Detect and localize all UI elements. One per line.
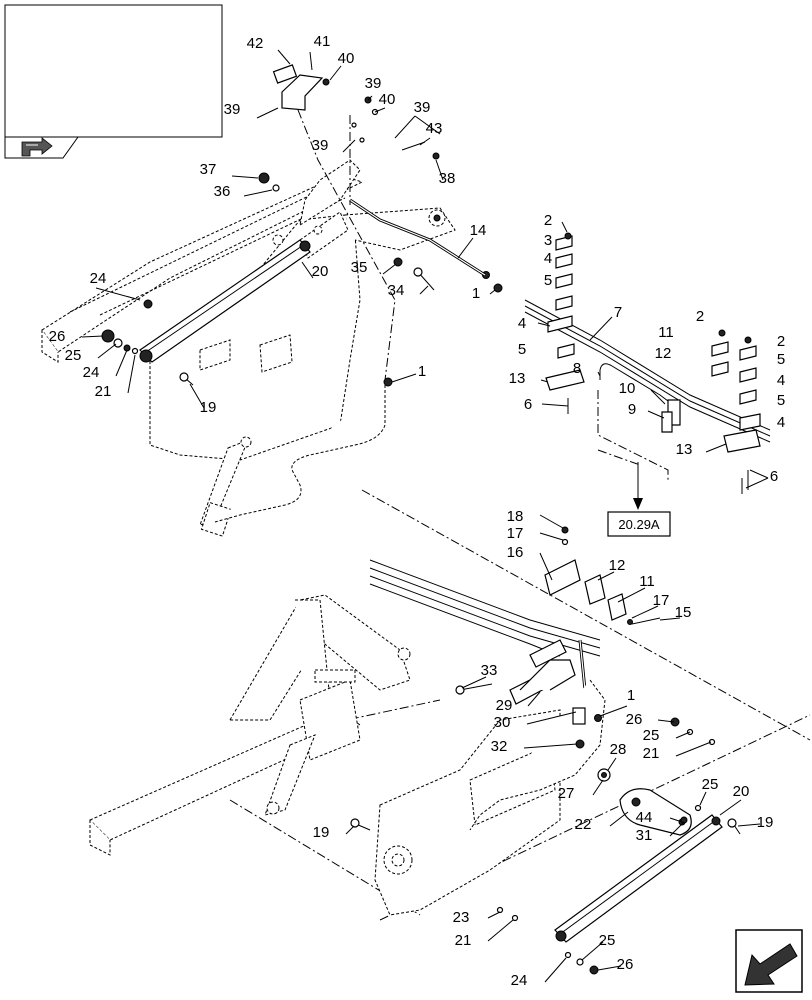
callout-24: 24 — [511, 972, 528, 989]
callout-2: 2 — [777, 333, 785, 350]
callout-19: 19 — [757, 814, 774, 831]
callout-29: 29 — [496, 697, 513, 714]
callout-13: 13 — [509, 370, 526, 387]
callout-21: 21 — [643, 745, 660, 762]
upper-frame-assembly — [41, 64, 771, 537]
callout-22: 22 — [575, 816, 592, 833]
callout-8: 8 — [573, 360, 581, 377]
callout-12: 12 — [655, 345, 672, 362]
reference-label: 20.29A — [618, 517, 660, 532]
callout-1: 1 — [418, 363, 426, 380]
callout-32: 32 — [491, 738, 508, 755]
callout-20: 20 — [312, 263, 329, 280]
callout-25: 25 — [599, 932, 616, 949]
callout-24: 24 — [90, 270, 107, 287]
callout-34: 34 — [388, 282, 405, 299]
callout-15: 15 — [675, 604, 692, 621]
callout-39: 39 — [312, 137, 329, 154]
callout-2: 2 — [544, 212, 552, 229]
callout-6: 6 — [770, 468, 778, 485]
callout-14: 14 — [470, 222, 487, 239]
callout-5: 5 — [777, 351, 785, 368]
callout-16: 16 — [507, 544, 524, 561]
callout-23: 23 — [453, 909, 470, 926]
callout-17: 17 — [653, 592, 670, 609]
callout-26: 26 — [617, 956, 634, 973]
callout-26: 26 — [626, 711, 643, 728]
callout-10: 10 — [619, 380, 636, 397]
callout-26: 26 — [49, 328, 66, 345]
callout-21: 21 — [95, 383, 112, 400]
callout-1: 1 — [472, 285, 480, 302]
callout-25: 25 — [702, 776, 719, 793]
lower-frame-assembly — [89, 526, 741, 975]
callout-44: 44 — [636, 809, 653, 826]
context-frame — [4, 4, 223, 159]
callout-35: 35 — [351, 259, 368, 276]
callout-24: 24 — [83, 364, 100, 381]
callout-17: 17 — [507, 525, 524, 542]
callout-33: 33 — [481, 662, 498, 679]
callout-38: 38 — [439, 170, 456, 187]
callout-25: 25 — [65, 347, 82, 364]
callout-4: 4 — [518, 315, 526, 332]
callout-11: 11 — [658, 324, 674, 341]
callout-6: 6 — [524, 396, 532, 413]
callout-20: 20 — [733, 783, 750, 800]
callout-30: 30 — [494, 714, 511, 731]
callout-43: 43 — [426, 120, 443, 137]
callout-18: 18 — [507, 508, 524, 525]
callout-36: 36 — [214, 183, 231, 200]
navigation-arrow-icon[interactable] — [21, 137, 53, 157]
callout-4: 4 — [777, 414, 785, 431]
callout-25: 25 — [643, 727, 660, 744]
callout-42: 42 — [247, 35, 264, 52]
callout-2: 2 — [696, 308, 704, 325]
callout-41: 41 — [314, 33, 331, 50]
callout-7: 7 — [614, 304, 622, 321]
callout-1: 1 — [627, 687, 635, 704]
callout-5: 5 — [518, 341, 526, 358]
reference-box[interactable]: 20.29A — [607, 462, 671, 537]
callout-39: 39 — [365, 75, 382, 92]
callout-4: 4 — [544, 250, 552, 267]
callout-5: 5 — [777, 392, 785, 409]
callout-21: 21 — [455, 932, 472, 949]
callout-31: 31 — [636, 827, 653, 844]
callout-19: 19 — [313, 824, 330, 841]
callout-5: 5 — [544, 272, 552, 289]
callout-4: 4 — [777, 372, 785, 389]
callout-27: 27 — [558, 785, 575, 802]
callout-12: 12 — [609, 557, 626, 574]
callout-39: 39 — [414, 99, 431, 116]
callout-11: 11 — [639, 573, 655, 590]
callout-13: 13 — [676, 441, 693, 458]
callout-40: 40 — [338, 50, 355, 67]
callout-37: 37 — [200, 161, 217, 178]
callout-19: 19 — [200, 399, 217, 416]
callout-28: 28 — [610, 741, 627, 758]
leader-lines — [81, 49, 769, 983]
callout-39: 39 — [224, 101, 241, 118]
callout-40: 40 — [379, 91, 396, 108]
next-page-arrow-icon[interactable] — [735, 929, 803, 993]
callout-3: 3 — [544, 232, 552, 249]
callout-9: 9 — [628, 401, 636, 418]
